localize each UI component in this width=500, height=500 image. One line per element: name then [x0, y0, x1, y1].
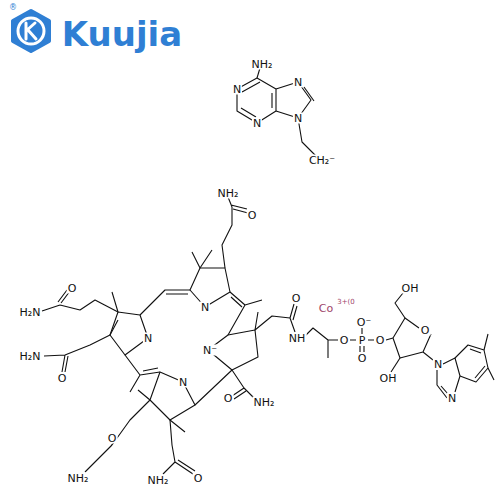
logo-text: Kuujia — [61, 17, 183, 51]
atom-label: NH₂ — [217, 188, 240, 199]
atom-label: OH — [379, 373, 398, 384]
atom-label: NH₂ — [253, 397, 276, 408]
bond-lines — [42, 68, 494, 474]
atom-label: O — [375, 335, 386, 346]
atom-label: O — [193, 473, 204, 484]
atom-label: N — [293, 77, 303, 88]
charge-label: 3+(0 — [336, 299, 356, 306]
atom-label: CH₂⁻ — [308, 155, 336, 166]
atom-label: N — [232, 84, 242, 95]
atom-label: NH — [288, 333, 307, 344]
atom-label: NH₂ — [67, 473, 90, 484]
atom-label: N — [200, 302, 210, 313]
atom-label: O — [339, 335, 350, 346]
atom-label: O — [357, 353, 368, 364]
atom-label: N — [447, 393, 457, 404]
atom-label: O — [420, 325, 431, 336]
logo-icon — [13, 11, 49, 51]
atom-label: O — [107, 433, 118, 444]
atom-label: P — [358, 335, 367, 346]
atom-label: H₂N — [19, 351, 42, 362]
atom-label: OH — [401, 283, 420, 294]
registered-mark: ® — [8, 4, 18, 12]
atom-label: O — [291, 293, 302, 304]
atom-label: H₂N — [19, 307, 42, 318]
atom-label: O — [57, 373, 68, 384]
atom-label: N — [178, 377, 188, 388]
atom-label: O⁻ — [356, 317, 372, 328]
atom-label: NH₂ — [147, 475, 170, 486]
atom-label: O — [247, 210, 258, 221]
atom-label: O — [223, 393, 234, 404]
atom-label: NH₂ — [251, 59, 274, 70]
atom-label: O — [67, 283, 78, 294]
atom-label: N — [252, 118, 262, 129]
atom-label: N — [293, 113, 303, 124]
metal-label: Co — [318, 303, 334, 314]
atom-label: N — [433, 359, 443, 370]
atom-label: N — [143, 333, 153, 344]
atom-label: N⁻ — [202, 345, 218, 356]
